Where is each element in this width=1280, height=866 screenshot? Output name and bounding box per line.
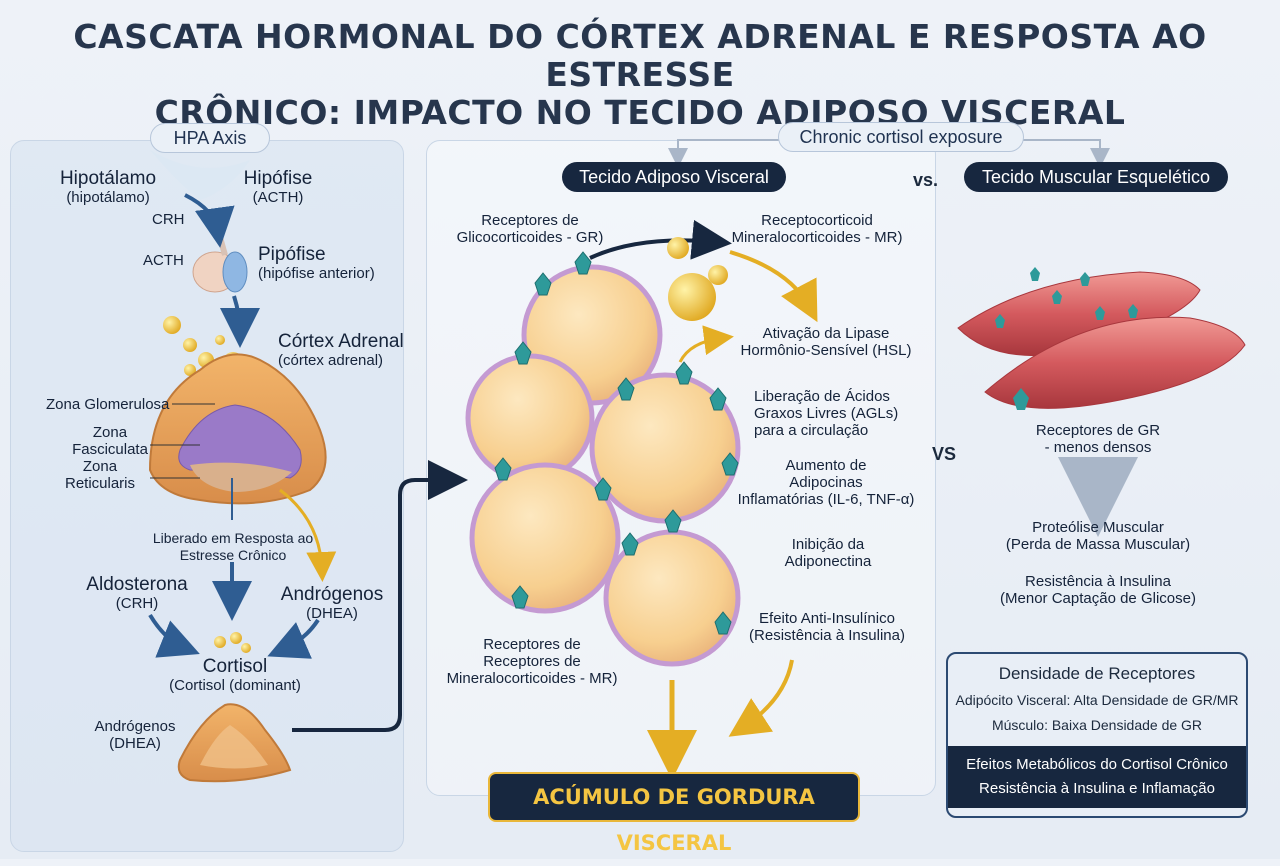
hypothalamus-shape [150,150,250,200]
ffa-release-label: Liberação de Ácidos Graxos Livres (AGLs)… [754,388,899,439]
adrenal-cortex-label: Córtex Adrenal (córtex adrenal) [278,331,404,369]
mr-receptor-bottom-label: Receptores de Receptores de Mineralocort… [446,636,618,687]
zona-reticularis-label: Zona Reticularis [64,458,136,492]
anti-insulin-label: Efeito Anti-Insulínico (Resistência à In… [749,610,905,644]
hypophysis-label: Hipófise (ACTH) [243,168,313,206]
fat-cell-cluster [465,264,741,667]
title-line-1: CASCATA HORMONAL DO CÓRTEX ADRENAL E RES… [73,17,1207,94]
receptor-markers [494,251,739,635]
crh-label: CRH [152,211,185,228]
zona-glomerulosa-label: Zona Glomerulosa [46,396,170,413]
androgens-bottom-label: Andrógenos (DHEA) [94,718,176,752]
muscle-illustration [957,267,1246,410]
hypothalamus-label: Hipotálamo (hipotálamo) [59,168,157,206]
muscle-gr-label: Receptores de GR - menos densos [1035,422,1161,456]
hsl-activation-label: Ativação da Lipase Hormônio-Sensível (HS… [740,325,912,359]
zona-fasciculata-label: Zona Fasciculata [72,424,148,458]
proteolysis-label: Proteólise Muscular (Perda de Massa Musc… [1005,519,1191,553]
insulin-resistance-label: Resistência à Insulina (Menor Captação d… [1000,573,1196,607]
cortisol-label: Cortisol (Cortisol (dominant) [169,656,301,694]
androgens-label: Andrógenos (DHEA) [280,584,384,622]
vs-label-top: vs. [913,170,939,190]
gr-receptor-label: Receptores de Glicocorticoides - GR) [456,212,604,246]
density-row-muscle: Músculo: Baixa Densidade de GR [991,717,1203,733]
hpa-axis-header: HPA Axis [150,123,270,153]
muscle-tissue-header: Tecido Muscular Esquelético [964,162,1228,192]
chronic-cortisol-badge: Chronic cortisol exposure [778,122,1024,152]
density-header: Densidade de Receptores [998,664,1196,683]
vs-label-side: VS [932,444,957,464]
receptor-density-box: Densidade de Receptores Adipócito Viscer… [946,652,1248,818]
released-label: Liberado em Resposta ao Estresse Crônico [152,530,314,563]
visceral-fat-result: ACÚMULO DE GORDURA VISCERAL [488,772,860,855]
mr-receptor-label: Receptocorticoid Mineralocorticoides - M… [731,212,903,246]
pipofise-label: Pipófise (hipófise anterior) [258,244,375,282]
adipose-tissue-header: Tecido Adiposo Visceral [562,162,786,192]
adrenal-gland [148,353,327,505]
acth-label: ACTH [143,252,184,269]
aldosterone-label: Aldosterona (CRH) [86,574,188,612]
density-row-adipocyte: Adipócito Visceral: Alta Densidade de GR… [955,692,1239,708]
density-footer: Efeitos Metabólicos do Cortisol Crônico … [948,746,1246,808]
adipokines-label: Aumento de Adipocinas Inflamatórias (IL-… [737,457,915,508]
adiponectin-label: Inibição da Adiponectina [784,536,872,570]
